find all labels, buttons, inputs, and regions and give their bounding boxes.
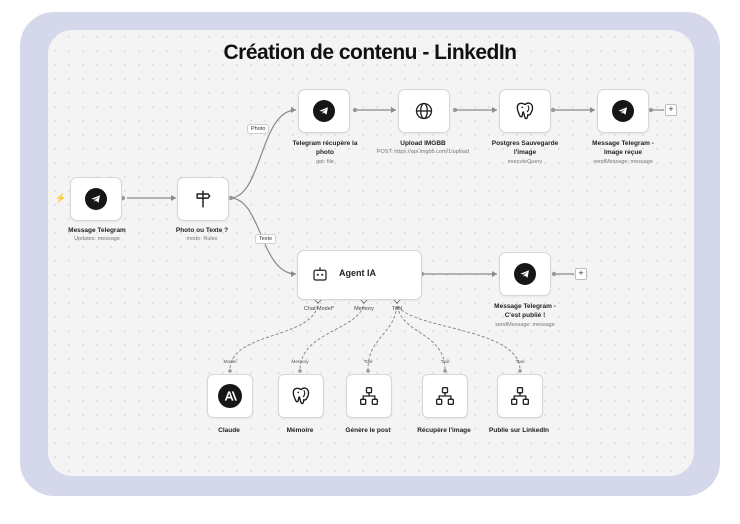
node-sublabel: get: file [316, 159, 334, 165]
node-photo-ou-texte[interactable] [177, 177, 229, 221]
tool-label: Récupère l'image [417, 427, 471, 434]
add-node-button[interactable]: + [575, 268, 587, 280]
telegram-icon [514, 263, 536, 285]
signpost-icon [196, 190, 211, 208]
tool-genere-post[interactable] [346, 374, 392, 418]
telegram-icon [85, 188, 107, 210]
node-message-publie[interactable] [499, 252, 551, 296]
connection-label: Memory [291, 360, 309, 365]
page-title: Création de contenu - LinkedIn [223, 41, 517, 64]
workflow-icon [510, 387, 529, 405]
tool-label: Publie sur LinkedIn [489, 427, 549, 434]
node-agent-ia[interactable]: Agent IA [297, 250, 422, 300]
tool-recupere-image[interactable] [422, 374, 468, 418]
connection-label: Tool [440, 360, 450, 365]
postgres-icon [516, 102, 534, 120]
tool-label: Mémoire [286, 427, 314, 434]
wire-switch-photo [229, 109, 297, 199]
node-sublabel: Updates: message [74, 236, 120, 242]
tool-label: Génère le post [345, 427, 391, 434]
telegram-icon [313, 100, 335, 122]
node-sublabel: executeQuery [507, 159, 543, 165]
anthropic-icon [218, 384, 242, 408]
tool-claude[interactable] [207, 374, 253, 418]
node-message-image-recue[interactable] [597, 89, 649, 133]
node-upload-imgbb[interactable] [398, 89, 450, 133]
robot-icon [311, 265, 329, 288]
port-chat-model: Chat Model* [303, 306, 335, 312]
connection-label: Tool [363, 360, 373, 365]
branch-label-photo: Photo [247, 124, 270, 134]
node-label: Message Telegram -Image reçue [592, 140, 654, 156]
tool-publie-linkedin[interactable] [497, 374, 543, 418]
node-label: Message Telegram -C'est publié ! [494, 303, 556, 319]
trigger-bolt-icon: ⚡ [55, 193, 67, 203]
postgres-icon [292, 387, 310, 405]
node-sublabel: sendMessage: message [593, 159, 653, 165]
node-label: Upload IMGBB [400, 140, 446, 147]
node-sublabel: sendMessage: message [495, 322, 555, 328]
telegram-icon [612, 100, 634, 122]
tool-label: Claude [218, 427, 240, 434]
node-message-telegram[interactable] [70, 177, 122, 221]
workflow-icon [436, 387, 454, 405]
port-tool: Tool [391, 306, 403, 312]
add-node-button[interactable]: + [665, 104, 677, 116]
connection-label: Tool [515, 360, 525, 365]
branch-label-texte: Texte [255, 234, 277, 244]
port-memory: Memory [354, 306, 374, 312]
connection-label: Model [223, 360, 237, 365]
node-label: Photo ou Texte ? [175, 227, 229, 234]
globe-icon [415, 102, 433, 120]
tool-memoire[interactable] [278, 374, 324, 418]
node-label: Agent IA [339, 268, 376, 278]
node-label: Message Telegram [68, 227, 126, 234]
node-telegram-recupere-photo[interactable] [298, 89, 350, 133]
workflow-icon [360, 387, 378, 405]
node-sublabel: POST: https://api.imgbb.com/1/upload [376, 149, 470, 155]
node-sublabel: mode: Rules [186, 236, 218, 242]
node-postgres-sauvegarde[interactable] [499, 89, 551, 133]
